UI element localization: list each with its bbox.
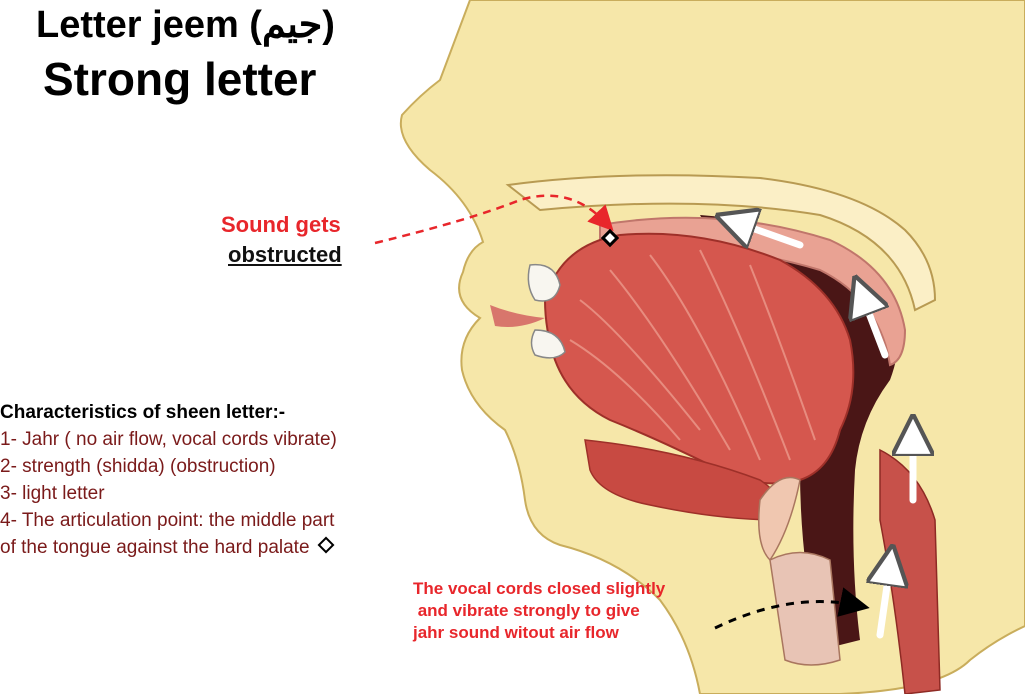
- diagram-title: Letter jeem (جيم): [36, 4, 335, 46]
- callout-obstructed: obstructed: [228, 242, 342, 267]
- nasal-cavity: [505, 174, 937, 312]
- vocal-note-line: and vibrate strongly to give: [413, 601, 640, 620]
- tongue: [543, 232, 855, 485]
- airflow-arrows: [735, 222, 913, 639]
- characteristic-item: 3- light letter: [0, 483, 105, 504]
- obstruction-pointer: [374, 194, 614, 245]
- characteristics-heading: Characteristics of sheen letter:-: [0, 402, 286, 423]
- characteristic-item: 4- The articulation point: the middle pa…: [0, 510, 335, 531]
- tongue-fibers: [569, 249, 816, 461]
- larynx: [769, 551, 841, 666]
- characteristic-item-text: of the tongue against the hard palate: [0, 537, 310, 558]
- vocal-note-line: The vocal cords closed slightly: [413, 579, 666, 598]
- epiglottis: [758, 476, 801, 562]
- lips: [490, 305, 545, 327]
- characteristic-item: 1- Jahr ( no air flow, vocal cords vibra…: [0, 429, 337, 450]
- vocal-note-line: jahr sound witout air flow: [413, 623, 619, 642]
- vocal-cords-pointer: [714, 587, 870, 630]
- vocal-cords-note: The vocal cords closed slightly and vibr…: [413, 578, 665, 644]
- upper-teeth: [527, 263, 561, 302]
- characteristics-list: Characteristics of sheen letter:- 1- Jah…: [0, 399, 440, 561]
- characteristic-item: 2- strength (shidda) (obstruction): [0, 456, 276, 477]
- diagram-subtitle: Strong letter: [43, 53, 317, 105]
- lower-teeth: [530, 329, 566, 359]
- callout-sound-gets: Sound gets: [221, 212, 341, 237]
- articulation-point-marker: [600, 228, 620, 248]
- characteristic-item-last: of the tongue against the hard palate: [0, 534, 440, 561]
- articulation-diamond-icon: [317, 536, 335, 554]
